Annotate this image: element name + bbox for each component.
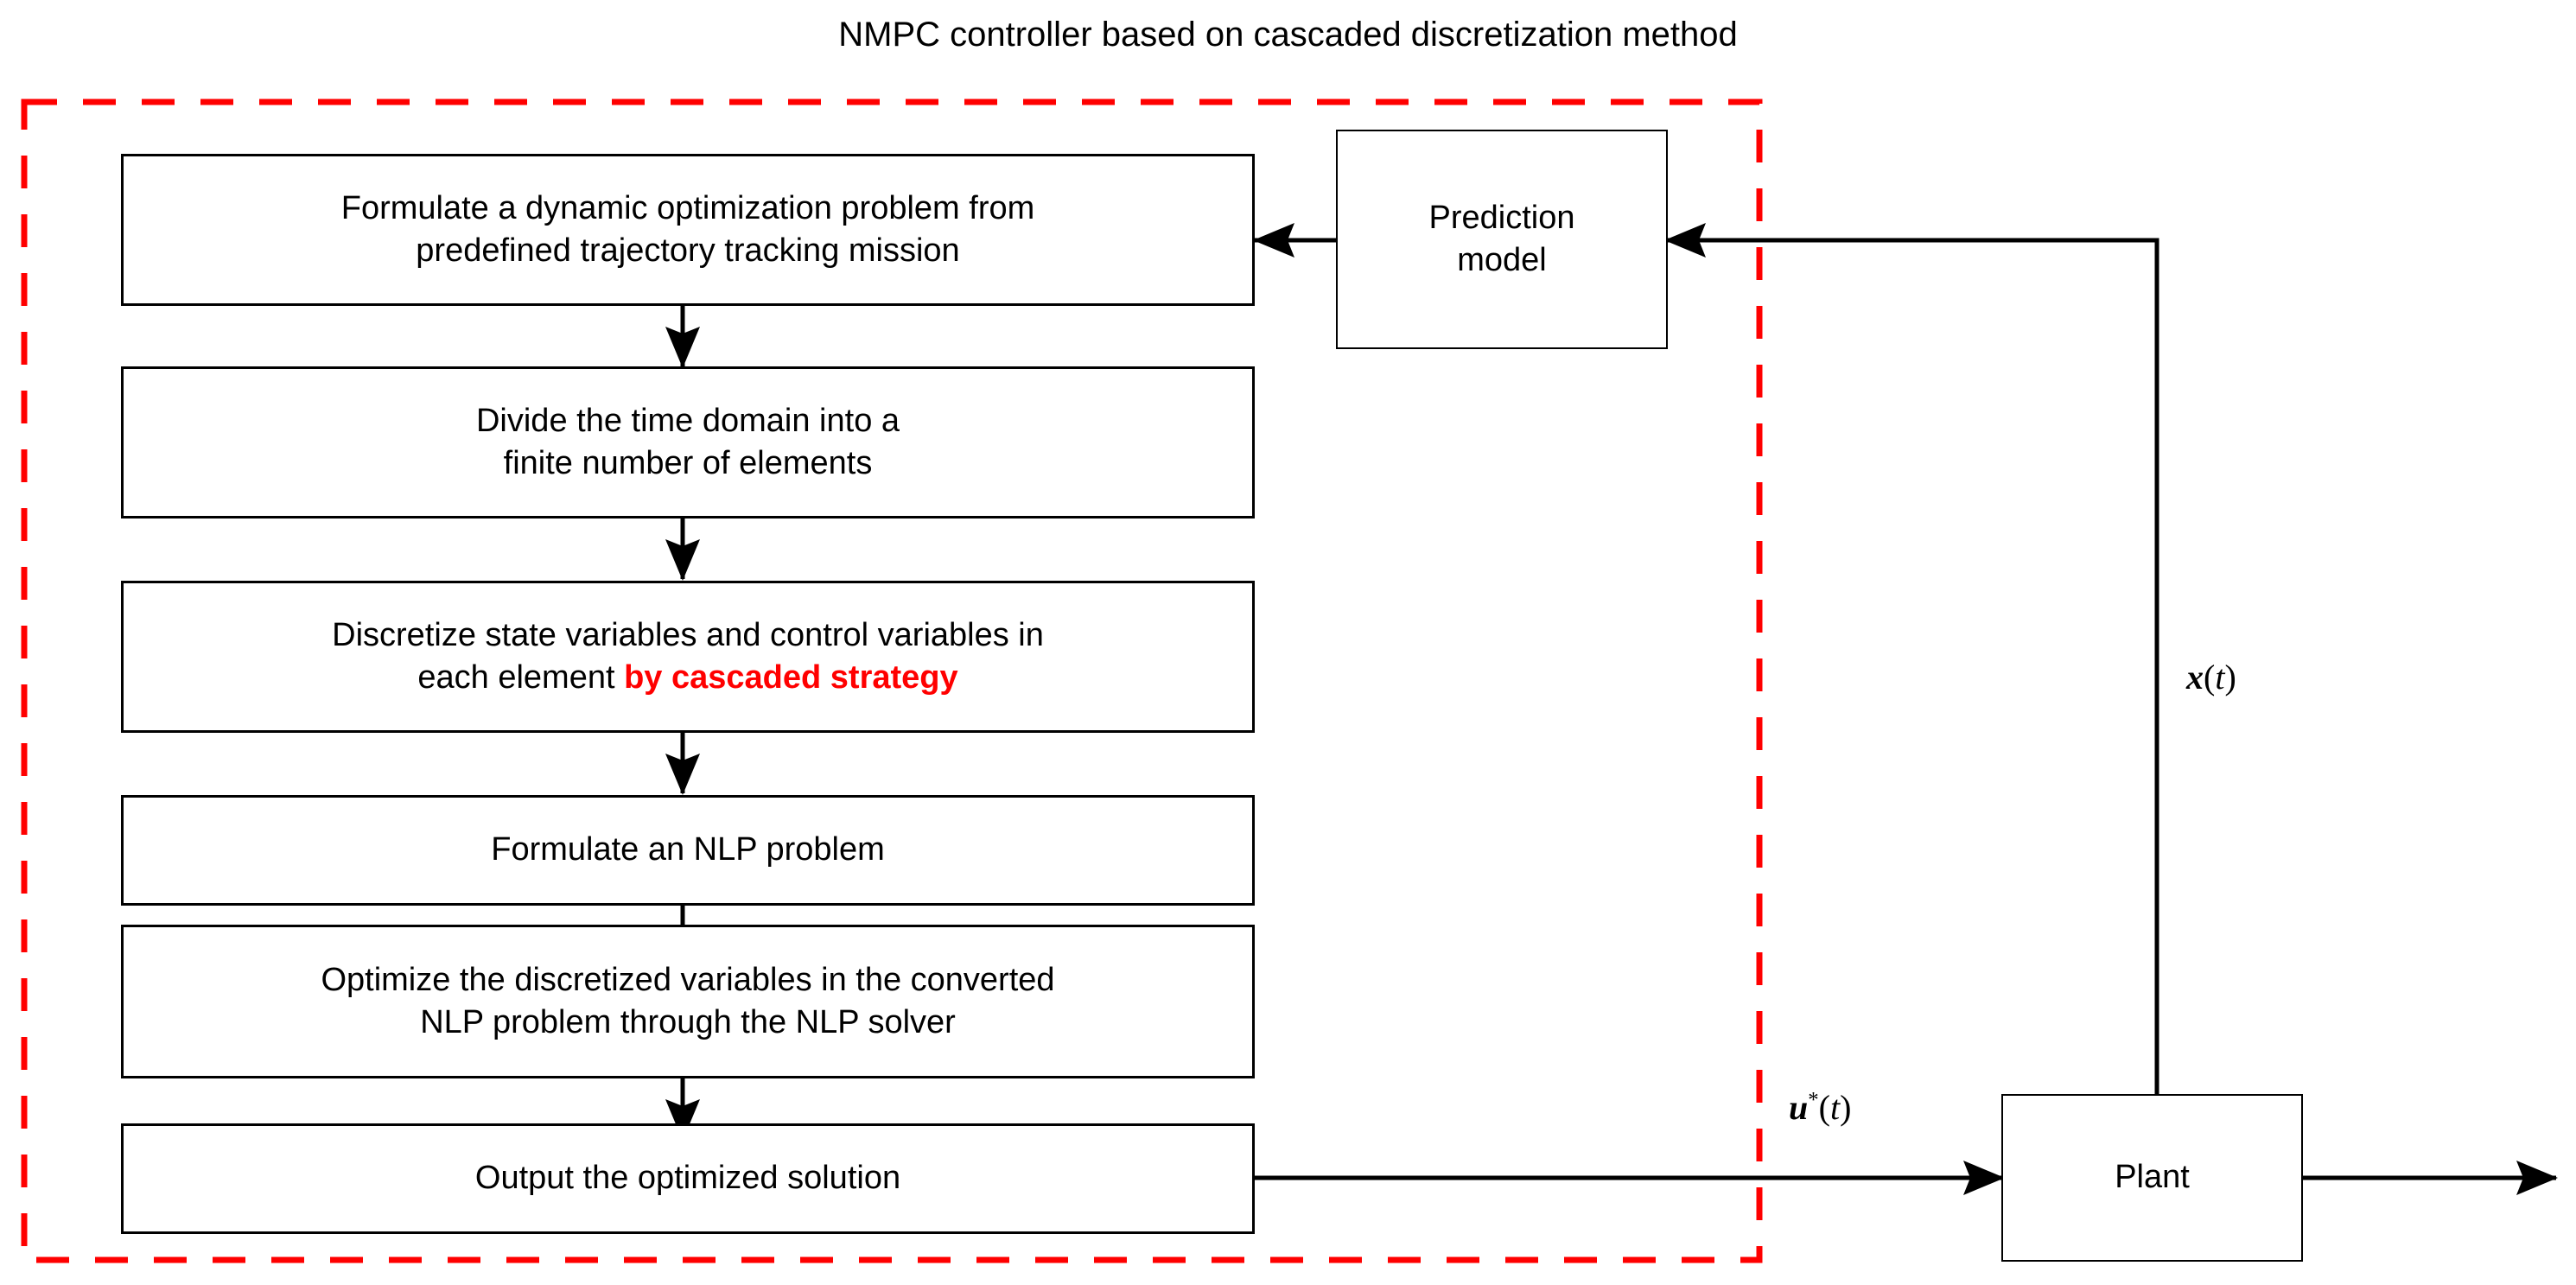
- step-5-line-2: NLP problem through the NLP solver: [420, 1004, 956, 1040]
- signal-x-symbol: x: [2186, 658, 2204, 697]
- process-box-step-4[interactable]: Formulate an NLP problem: [121, 795, 1255, 906]
- signal-label-state-feedback: x(t): [2186, 658, 2236, 697]
- plant-label: Plant: [2115, 1159, 2190, 1196]
- prediction-model-label-box[interactable]: Prediction model: [1338, 131, 1666, 347]
- step-2-line-1: Divide the time domain into a: [475, 402, 900, 439]
- feedback-path-state: [1663, 223, 2159, 1097]
- plant-label-box[interactable]: Plant: [2003, 1096, 2301, 1260]
- signal-x-arg: t: [2215, 658, 2225, 697]
- process-box-step-1[interactable]: Formulate a dynamic optimization problem…: [121, 154, 1255, 306]
- step-2-line-2: finite number of elements: [503, 445, 873, 481]
- step-6-line-1: Output the optimized solution: [474, 1160, 901, 1197]
- signal-u-arg: t: [1829, 1088, 1841, 1127]
- process-box-step-5[interactable]: Optimize the discretized variables in th…: [121, 925, 1255, 1078]
- step-1-line-1: Formulate a dynamic optimization problem…: [340, 189, 1035, 226]
- step-3-line-2-plain: each element: [417, 659, 625, 696]
- step-3-line-1: Discretize state variables and control v…: [332, 616, 1044, 653]
- prediction-model-line-2: model: [1457, 242, 1547, 278]
- prediction-model-line-1: Prediction: [1428, 199, 1575, 236]
- process-box-step-6[interactable]: Output the optimized solution: [121, 1123, 1255, 1234]
- process-box-step-2[interactable]: Divide the time domain into a finite num…: [121, 366, 1255, 518]
- figure-title: NMPC controller based on cascaded discre…: [838, 16, 1738, 54]
- signal-u-star: *: [1808, 1088, 1819, 1112]
- signal-label-control-input: u*(t): [1789, 1088, 1852, 1127]
- step-4-line-1: Formulate an NLP problem: [491, 831, 885, 868]
- process-box-step-3[interactable]: Discretize state variables and control v…: [121, 581, 1255, 733]
- nmpc-controller-boundary: [21, 99, 1763, 1263]
- step-3-highlight-cascaded-strategy: by cascaded strategy: [624, 659, 958, 696]
- signal-u-symbol: u: [1789, 1088, 1809, 1127]
- step-5-line-1: Optimize the discretized variables in th…: [321, 961, 1055, 998]
- step-1-line-2: predefined trajectory tracking mission: [416, 232, 960, 269]
